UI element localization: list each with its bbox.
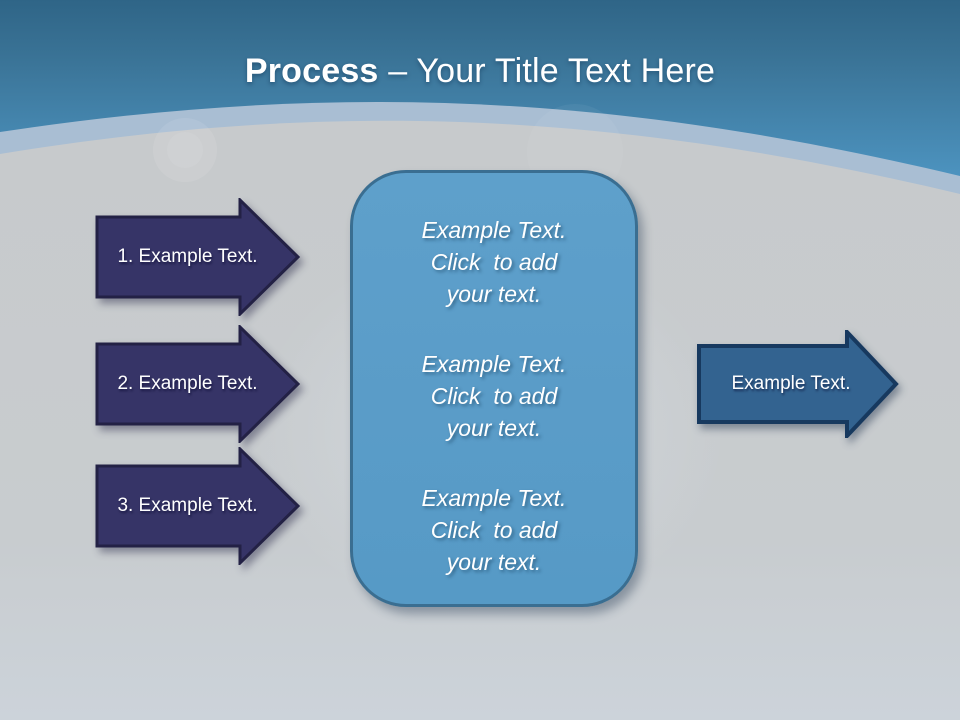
example-text-paragraph-3: Example Text. Click to add your text.: [422, 482, 567, 578]
slide-title-rest: – Your Title Text Here: [378, 52, 716, 90]
lens-flare: [153, 118, 217, 182]
process-step-arrow-1[interactable]: 1. Example Text.: [95, 198, 300, 316]
example-text-paragraph-1: Example Text. Click to add your text.: [422, 214, 567, 310]
paragraph-line: Click to add: [430, 517, 558, 543]
output-arrow[interactable]: Example Text.: [697, 330, 899, 438]
paragraph-line: your text.: [446, 549, 542, 575]
right-arrow-shape-icon: [95, 325, 300, 443]
paragraph-line: Example Text.: [421, 485, 567, 511]
paragraph-line: Example Text.: [421, 351, 567, 377]
slide-title-emphasis: Process: [244, 52, 379, 90]
paragraph-line: Click to add: [430, 249, 558, 275]
paragraph-line: your text.: [446, 281, 542, 307]
right-arrow-shape-icon: [697, 330, 899, 438]
right-arrow-shape-icon: [95, 198, 300, 316]
output-arrow-label: Example Text.: [731, 373, 851, 394]
paragraph-line: your text.: [446, 415, 542, 441]
process-step-arrow-3[interactable]: 3. Example Text.: [95, 447, 300, 565]
process-step-3-label: 3. Example Text.: [117, 495, 258, 516]
example-text-paragraph-2: Example Text. Click to add your text.: [422, 348, 567, 444]
paragraph-line: Example Text.: [421, 217, 567, 243]
right-arrow-shape-icon: [95, 447, 300, 565]
process-step-2-label: 2. Example Text.: [117, 373, 258, 394]
slide-title: Process – Your Title Text Here: [0, 52, 960, 91]
process-step-1-label: 1. Example Text.: [117, 246, 258, 267]
process-step-arrow-2[interactable]: 2. Example Text.: [95, 325, 300, 443]
paragraph-line: Click to add: [430, 383, 558, 409]
center-text-box[interactable]: Example Text. Click to add your text. Ex…: [350, 170, 638, 607]
lens-flare: [167, 132, 203, 168]
